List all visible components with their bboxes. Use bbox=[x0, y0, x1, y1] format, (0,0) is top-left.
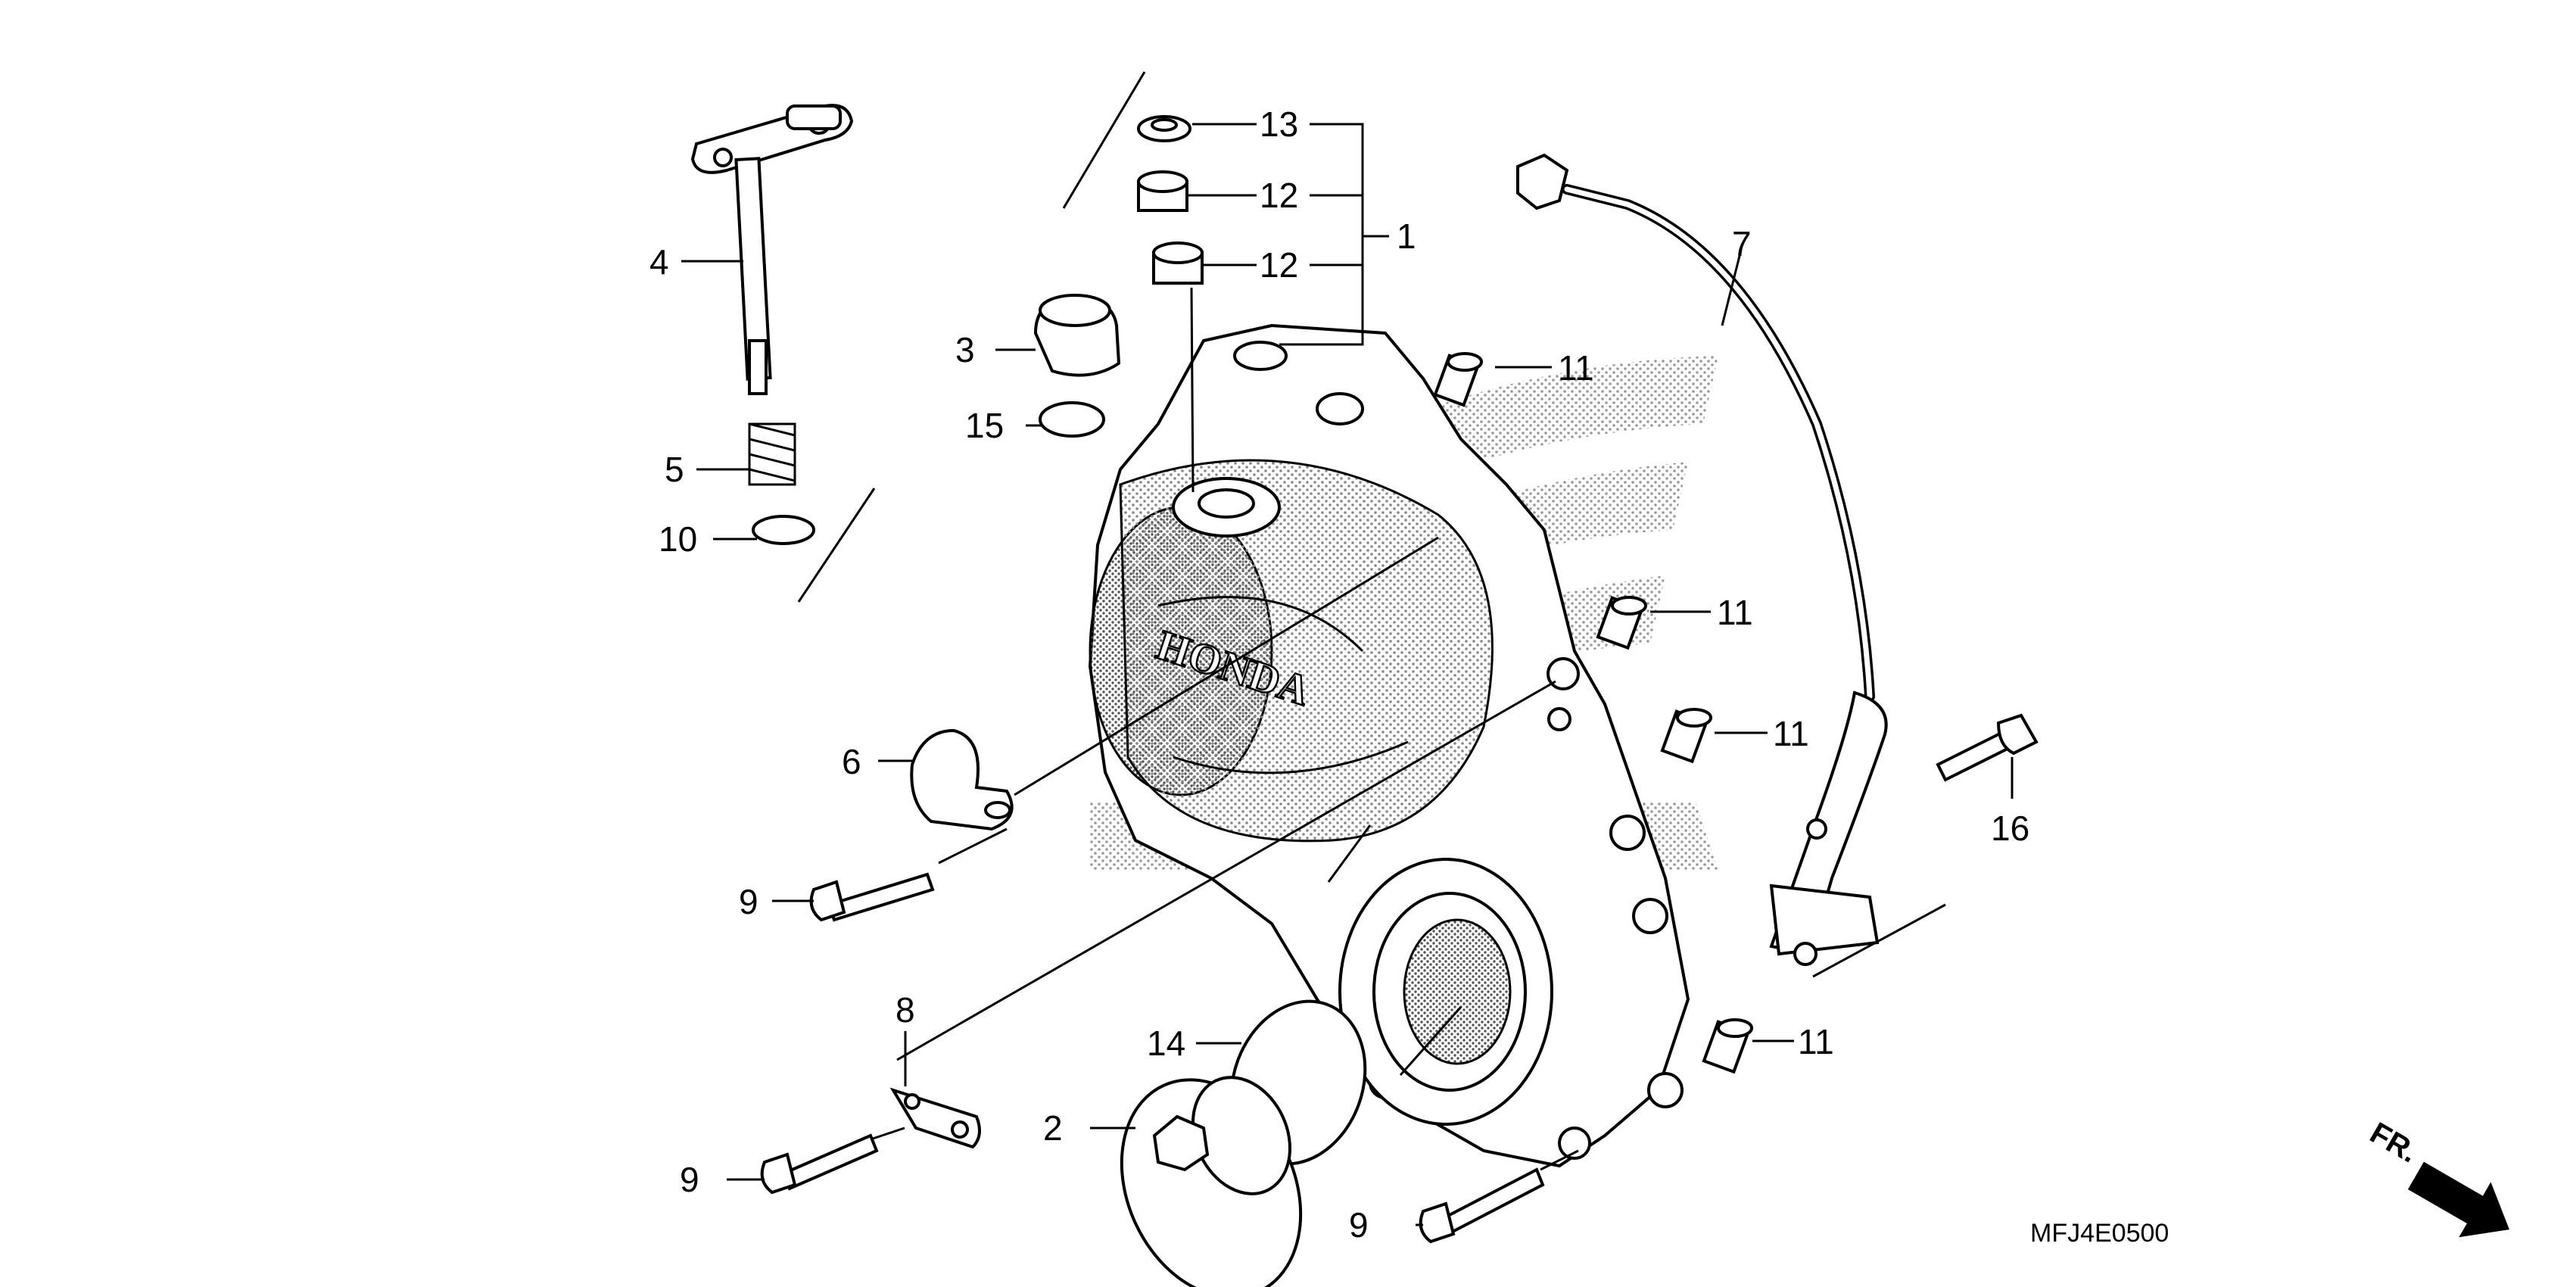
callout-3: 3 bbox=[955, 330, 975, 369]
bolt-9-middle bbox=[760, 1133, 879, 1195]
callout-14: 14 bbox=[1147, 1024, 1185, 1063]
seal-13 bbox=[1137, 115, 1191, 142]
callout-15: 15 bbox=[965, 406, 1004, 445]
bolt-9-lower bbox=[1419, 1167, 1545, 1244]
callout-12-lower: 12 bbox=[1260, 245, 1298, 285]
plug-2 bbox=[1120, 1076, 1303, 1287]
callout-2: 2 bbox=[1043, 1108, 1063, 1148]
callout-16: 16 bbox=[1991, 809, 2029, 848]
callout-11-b: 11 bbox=[1717, 593, 1753, 632]
front-direction-arrow-icon: FR. bbox=[2365, 1116, 2509, 1238]
callout-11-d: 11 bbox=[1798, 1022, 1834, 1061]
bearing-12-upper bbox=[1137, 170, 1188, 212]
bolt-16 bbox=[1936, 713, 2039, 782]
callout-9-middle: 9 bbox=[680, 1160, 699, 1199]
dowel-11-a bbox=[1433, 352, 1483, 407]
diagram-code: MFJ4E0500 bbox=[2030, 1219, 2169, 1248]
washer-10 bbox=[752, 515, 815, 545]
callout-8: 8 bbox=[896, 990, 915, 1030]
o-ring-15 bbox=[1039, 401, 1105, 438]
callout-6: 6 bbox=[842, 742, 861, 781]
callout-11-c: 11 bbox=[1773, 714, 1809, 753]
guide-lines bbox=[797, 71, 1946, 1171]
dowel-11-b bbox=[1596, 596, 1647, 650]
callout-9-lower: 9 bbox=[1349, 1205, 1369, 1245]
callout-7: 7 bbox=[1732, 224, 1752, 263]
callout-5: 5 bbox=[665, 450, 684, 489]
crankcase-cover: HONDA bbox=[1088, 323, 1690, 1168]
callout-13: 13 bbox=[1260, 104, 1298, 144]
clamp-6 bbox=[910, 728, 1014, 831]
dowel-11-c bbox=[1660, 708, 1712, 764]
bearing-12-lower bbox=[1152, 242, 1204, 285]
callout-9-upper: 9 bbox=[739, 882, 758, 921]
callout-labels: 13 12 12 1 3 15 4 5 10 6 9 8 9 9 14 2 11… bbox=[649, 104, 2029, 1245]
oil-filler-cap-3 bbox=[1033, 293, 1121, 377]
callout-12-upper: 12 bbox=[1260, 176, 1298, 215]
leader-lines bbox=[681, 123, 2014, 1226]
callout-1: 1 bbox=[1397, 217, 1416, 256]
callout-11-a: 11 bbox=[1558, 348, 1594, 388]
direction-label: FR. bbox=[2365, 1116, 2424, 1169]
callout-10: 10 bbox=[659, 519, 697, 559]
stay-8 bbox=[889, 1087, 981, 1149]
shift-shaft-4 bbox=[690, 104, 854, 395]
callout-4: 4 bbox=[649, 242, 669, 282]
bolt-9-upper bbox=[809, 872, 935, 922]
spring-5 bbox=[748, 422, 796, 486]
dowel-11-d bbox=[1702, 1018, 1753, 1074]
